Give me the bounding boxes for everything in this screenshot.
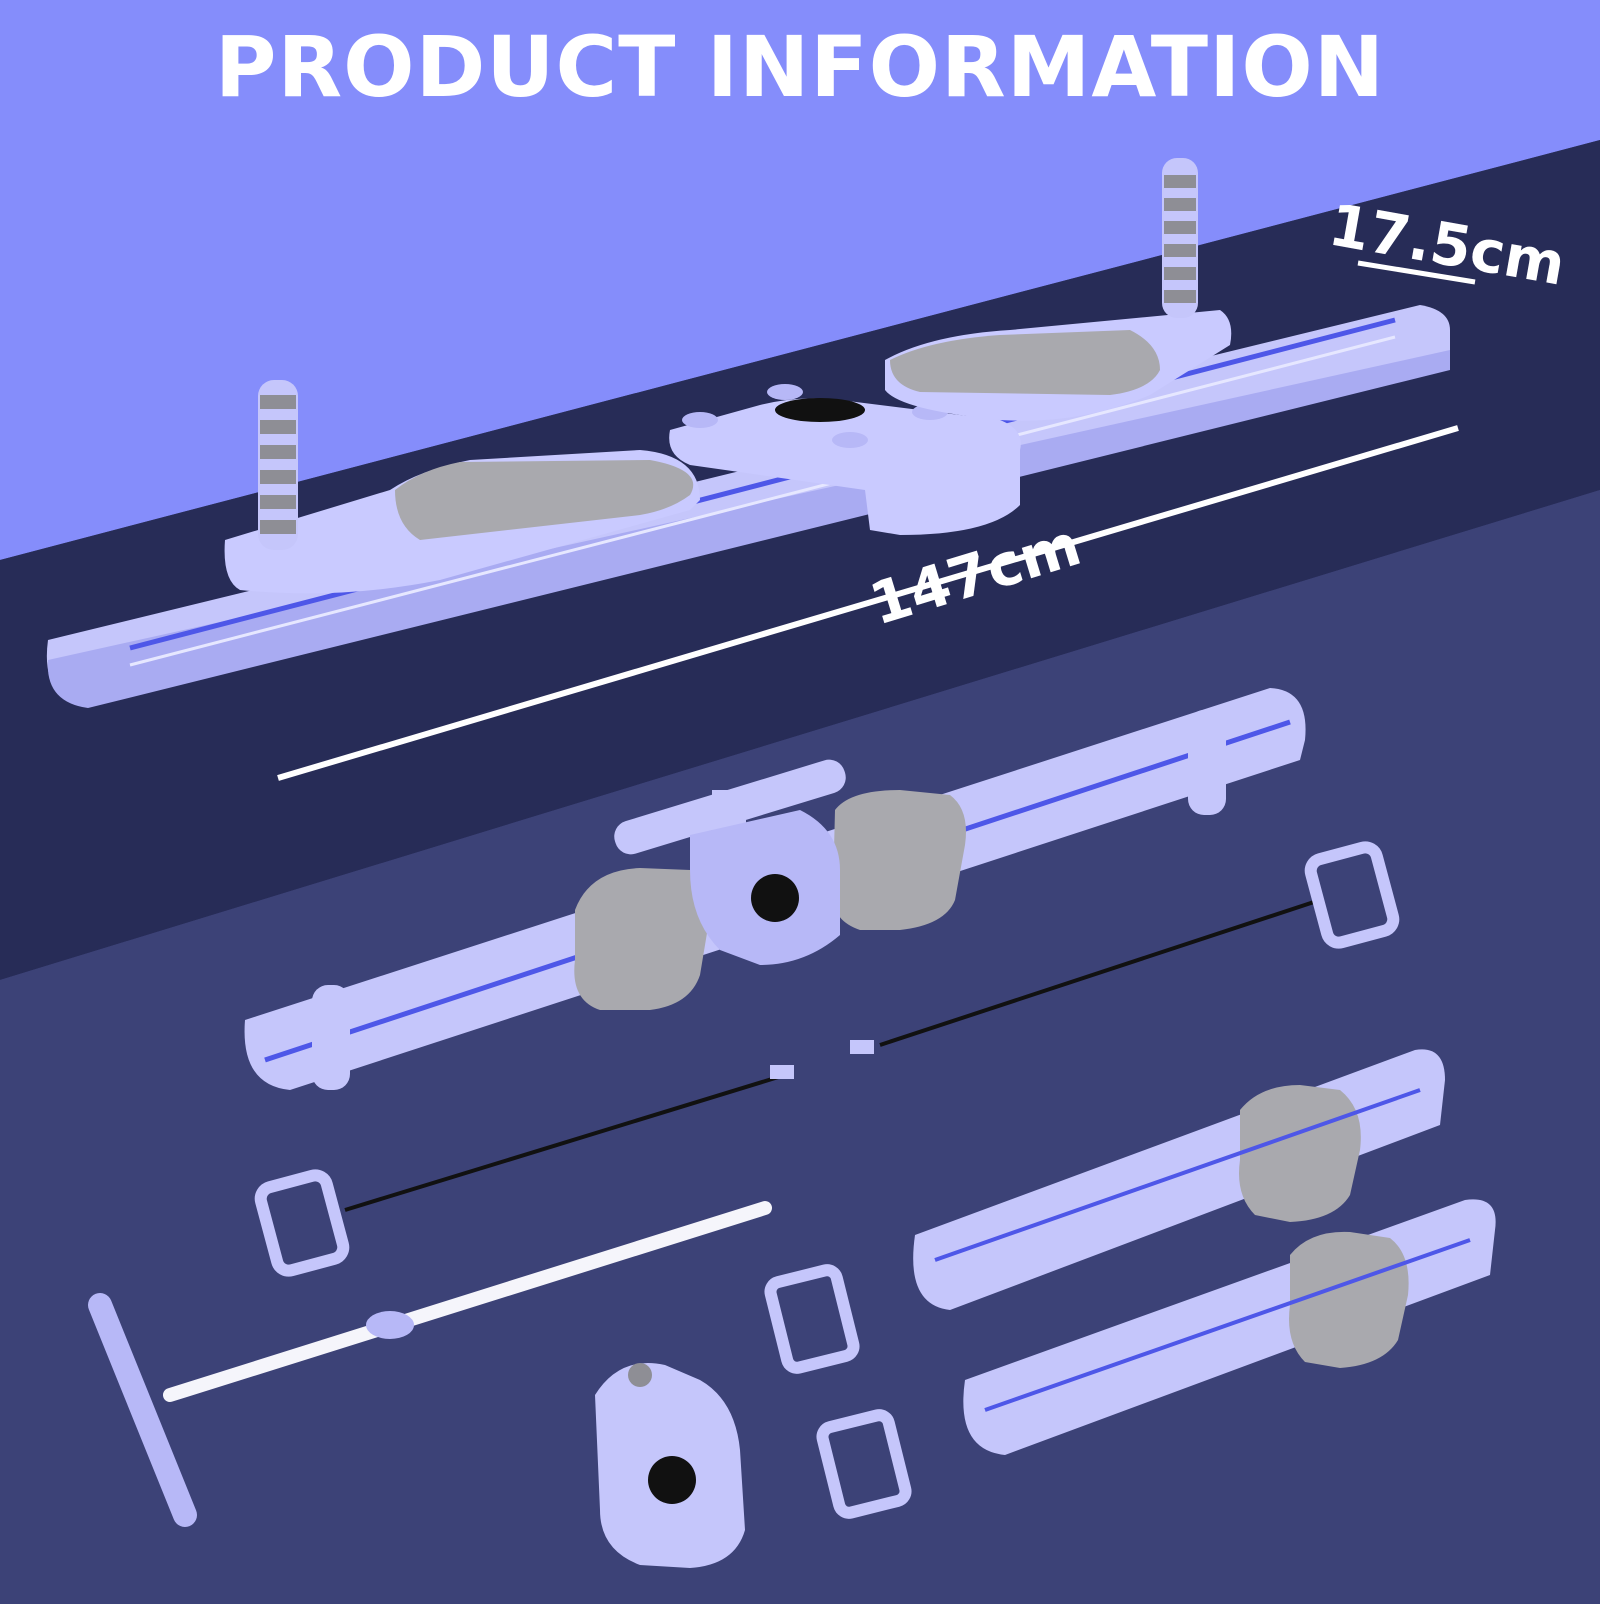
assembled-board [46, 158, 1451, 708]
center-hub-piece [595, 1363, 745, 1568]
top-background [0, 0, 1600, 560]
length-dimension-line [277, 425, 1459, 781]
loose-handle-1 [764, 1264, 860, 1374]
loose-handle-2 [816, 1409, 912, 1519]
board-section-right-1 [913, 1049, 1445, 1310]
width-dimension-line [1357, 260, 1476, 285]
board-section-right-2 [963, 1199, 1496, 1455]
pole [88, 1201, 772, 1527]
board-section-large [244, 688, 1306, 1090]
resistance-band [254, 841, 1400, 1277]
page-title: PRODUCT INFORMATION [214, 18, 1386, 116]
